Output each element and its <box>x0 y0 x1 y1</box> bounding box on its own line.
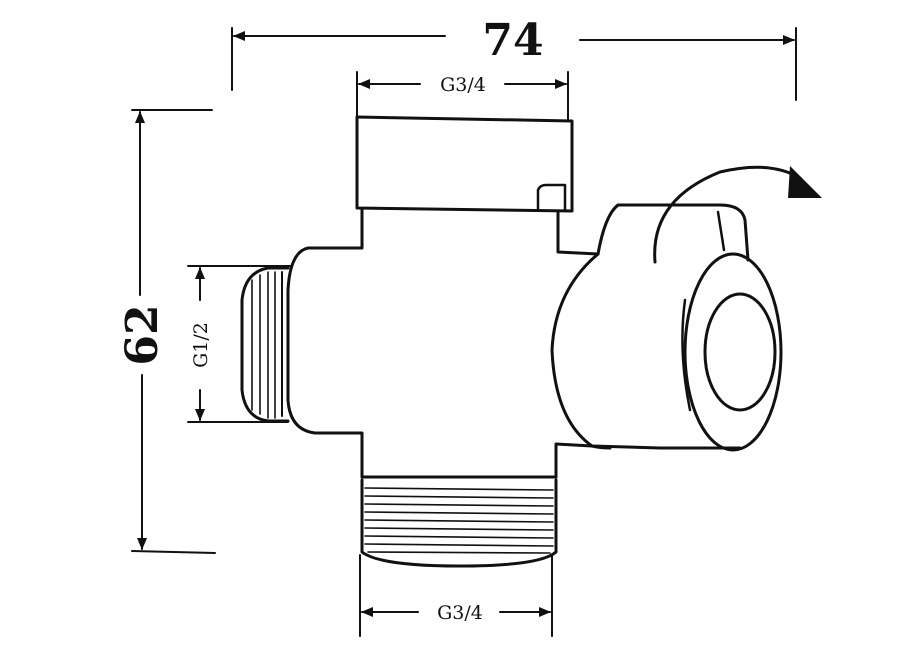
height-extension-bottom <box>131 550 216 554</box>
bottom-thread-label: G3/4 <box>437 602 483 624</box>
top-thread-dimension: G3/4 <box>356 71 569 121</box>
bottom-thread-dimension: G3/4 <box>359 554 553 637</box>
knob-disk <box>683 252 783 452</box>
rotation-arrow-head <box>788 166 822 198</box>
top-thread-label: G3/4 <box>440 74 486 96</box>
knob-center-hole <box>703 292 777 412</box>
left-thread <box>240 266 290 423</box>
valve-body <box>240 115 822 568</box>
height-value: 62 <box>117 304 168 365</box>
width-dimension: 74 <box>231 15 797 101</box>
rotation-arrow <box>653 165 822 264</box>
left-thread-dimension: G1/2 <box>187 265 291 423</box>
top-nut <box>355 115 574 213</box>
knob-housing <box>550 203 783 452</box>
central-body <box>286 208 600 479</box>
width-value: 74 <box>482 15 543 66</box>
height-dimension: 62 <box>117 109 216 554</box>
left-thread-label: G1/2 <box>190 322 212 368</box>
bottom-thread <box>360 478 558 568</box>
